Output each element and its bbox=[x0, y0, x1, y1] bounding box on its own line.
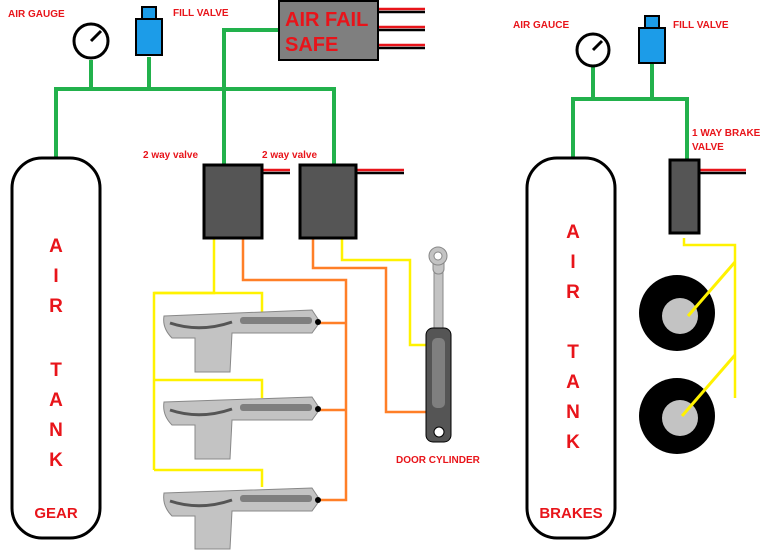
tank-caption-gear: GEAR bbox=[34, 505, 78, 522]
fill-valve-label: FILL VALVE bbox=[673, 20, 729, 31]
tank-letter: T bbox=[50, 360, 62, 381]
air-fail-safe-label: SAFE bbox=[285, 34, 338, 56]
tank-letter: I bbox=[53, 266, 58, 287]
tank-letter: I bbox=[570, 252, 575, 273]
tank-caption-brakes: BRAKES bbox=[539, 505, 602, 522]
two-way-valve-label: 2 way valve bbox=[143, 150, 198, 161]
brake-valve-label: VALVE bbox=[692, 142, 724, 153]
yellow-control-lines bbox=[152, 238, 737, 487]
tank-letter: K bbox=[49, 450, 63, 471]
fill-valve-label: FILL VALVE bbox=[173, 8, 229, 19]
tank-letter: K bbox=[566, 432, 580, 453]
tank-letter: A bbox=[49, 236, 63, 257]
fill-valve-icon bbox=[135, 6, 163, 56]
air-tank-brakes: A I R T A N K BRAKES bbox=[525, 156, 617, 540]
air-fail-safe-label: AIR FAIL bbox=[285, 9, 368, 31]
air-gauge-icon bbox=[575, 32, 611, 68]
tank-letter: T bbox=[567, 342, 579, 363]
landing-gear-strut-icon bbox=[163, 396, 321, 460]
two-way-valve bbox=[202, 163, 290, 240]
brake-lines-to-wheels bbox=[680, 261, 737, 417]
landing-gear-strut-icon bbox=[163, 309, 321, 373]
air-tank-gear: A I R T A N K GEAR bbox=[10, 156, 102, 540]
air-gauge-icon bbox=[72, 22, 110, 60]
tank-letter: N bbox=[49, 420, 63, 441]
door-cylinder-label: DOOR CYLINDER bbox=[396, 455, 481, 466]
brake-valve-label: 1 WAY BRAKE bbox=[692, 128, 761, 139]
air-gauge-label: AIR GAUCE bbox=[513, 20, 569, 31]
tank-letter: A bbox=[566, 372, 580, 393]
door-cylinder-icon bbox=[425, 246, 452, 443]
two-way-valve bbox=[298, 163, 404, 240]
tank-letter: A bbox=[49, 390, 63, 411]
tank-letter: R bbox=[49, 296, 63, 317]
fill-valve-icon bbox=[638, 15, 666, 64]
air-gauge-label: AIR GAUGE bbox=[8, 9, 65, 20]
tank-letter: R bbox=[566, 282, 580, 303]
wire-bundle bbox=[378, 7, 425, 50]
landing-gear-strut-icon bbox=[163, 487, 321, 550]
brake-air-lines bbox=[571, 63, 689, 160]
orange-control-lines bbox=[241, 238, 428, 502]
brake-valve bbox=[668, 158, 746, 235]
tank-letter: N bbox=[566, 402, 580, 423]
tank-letter: A bbox=[566, 222, 580, 243]
two-way-valve-label: 2 way valve bbox=[262, 150, 317, 161]
wheel-icon bbox=[639, 275, 715, 351]
air-fail-safe-unit: AIR FAIL SAFE bbox=[278, 0, 425, 61]
gear-air-lines bbox=[54, 28, 336, 165]
